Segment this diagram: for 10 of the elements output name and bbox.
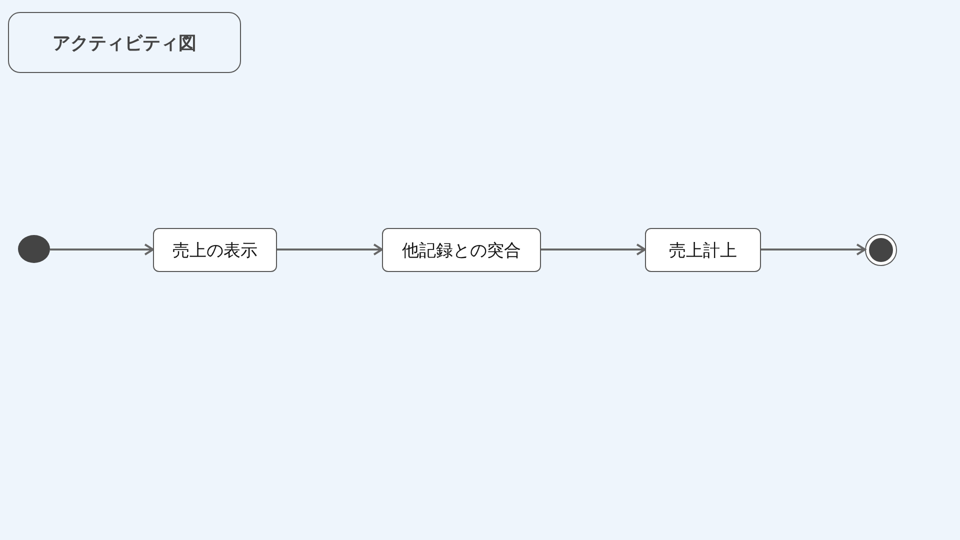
final-node — [865, 234, 897, 266]
arrow — [50, 244, 154, 256]
arrow — [541, 244, 646, 256]
arrow — [277, 244, 383, 256]
action-box: 売上の表示 — [153, 228, 277, 272]
action-box: 売上計上 — [645, 228, 761, 272]
arrow — [761, 244, 866, 256]
action-box: 他記録との突合 — [382, 228, 541, 272]
diagram-title: アクティビティ図 — [8, 12, 241, 73]
initial-node — [18, 235, 50, 263]
